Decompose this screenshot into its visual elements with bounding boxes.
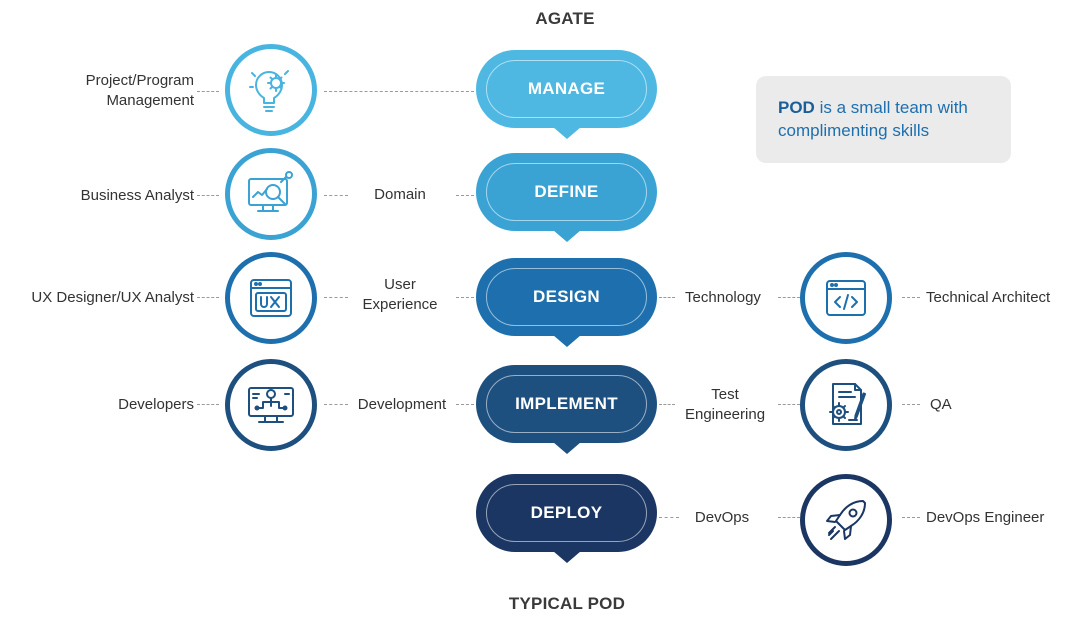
stage-design-label: DESIGN bbox=[486, 268, 647, 326]
stage-manage-label: MANAGE bbox=[486, 60, 647, 118]
connector bbox=[324, 297, 348, 298]
connector bbox=[197, 297, 219, 298]
circle-test-engineering bbox=[800, 359, 892, 451]
circle-define bbox=[225, 148, 317, 240]
stage-design: DESIGN bbox=[476, 258, 657, 336]
connector bbox=[197, 91, 219, 92]
idea-gear-icon bbox=[246, 65, 296, 115]
connector bbox=[659, 404, 675, 405]
connector bbox=[456, 195, 474, 196]
flow-arrow bbox=[553, 335, 581, 347]
skill-line: User bbox=[384, 276, 416, 293]
role-label-technical-architect: Technical Architect bbox=[926, 289, 1051, 306]
stage-define-label: DEFINE bbox=[486, 163, 647, 221]
role-line: Management bbox=[106, 92, 194, 109]
role-label-manage: Project/Program Management bbox=[20, 71, 194, 111]
flow-arrow bbox=[553, 127, 581, 139]
monitor-analysis-icon bbox=[245, 169, 297, 219]
callout-highlight: POD bbox=[778, 98, 815, 117]
flow-arrow bbox=[553, 230, 581, 242]
stage-implement: IMPLEMENT bbox=[476, 365, 657, 443]
skill-label-technology: Technology bbox=[685, 289, 761, 306]
circle-devops bbox=[800, 474, 892, 566]
circle-manage bbox=[225, 44, 317, 136]
developer-monitor-icon bbox=[245, 380, 297, 430]
stage-deploy-label: DEPLOY bbox=[486, 484, 647, 542]
rocket-icon bbox=[821, 495, 871, 545]
skill-line: Test bbox=[711, 386, 739, 403]
connector bbox=[324, 91, 474, 92]
connector bbox=[902, 404, 920, 405]
top-title: AGATE bbox=[535, 9, 595, 28]
pod-callout: POD is a small team with complimenting s… bbox=[756, 76, 1011, 163]
flow-arrow bbox=[553, 442, 581, 454]
skill-label-devops: DevOps bbox=[694, 509, 750, 526]
role-label-implement: Developers bbox=[118, 396, 194, 413]
role-line: Project/Program bbox=[85, 72, 194, 89]
skill-line: Engineering bbox=[684, 406, 766, 423]
skill-line: Experience bbox=[362, 296, 438, 313]
stage-implement-label: IMPLEMENT bbox=[486, 375, 647, 433]
stage-deploy: DEPLOY bbox=[476, 474, 657, 552]
skill-label-development: Development bbox=[357, 396, 447, 413]
connector bbox=[659, 297, 675, 298]
role-label-define: Business Analyst bbox=[80, 187, 194, 204]
connector bbox=[324, 195, 348, 196]
skill-label-user-experience: User Experience bbox=[350, 275, 450, 315]
stage-manage: MANAGE bbox=[476, 50, 657, 128]
skill-label-domain: Domain bbox=[374, 186, 426, 203]
ux-window-icon bbox=[247, 276, 295, 320]
connector bbox=[778, 297, 800, 298]
role-label-design: UX Designer/UX Analyst bbox=[31, 289, 194, 306]
code-window-icon bbox=[823, 277, 869, 319]
connector bbox=[902, 297, 920, 298]
stage-define: DEFINE bbox=[476, 153, 657, 231]
connector bbox=[778, 404, 800, 405]
circle-technology bbox=[800, 252, 892, 344]
connector bbox=[902, 517, 920, 518]
circle-design bbox=[225, 252, 317, 344]
bottom-title: TYPICAL POD bbox=[508, 594, 626, 613]
callout-text: is a small team with complimenting skill… bbox=[778, 98, 968, 140]
circle-implement bbox=[225, 359, 317, 451]
connector bbox=[778, 517, 800, 518]
connector bbox=[659, 517, 679, 518]
flow-arrow bbox=[553, 551, 581, 563]
role-label-devops-engineer: DevOps Engineer bbox=[926, 509, 1045, 526]
test-document-icon bbox=[821, 380, 871, 430]
role-label-qa: QA bbox=[930, 396, 952, 413]
connector bbox=[456, 297, 474, 298]
connector bbox=[197, 195, 219, 196]
skill-label-test-engineering: Test Engineering bbox=[675, 385, 775, 425]
connector bbox=[197, 404, 219, 405]
connector bbox=[456, 404, 474, 405]
connector bbox=[324, 404, 348, 405]
